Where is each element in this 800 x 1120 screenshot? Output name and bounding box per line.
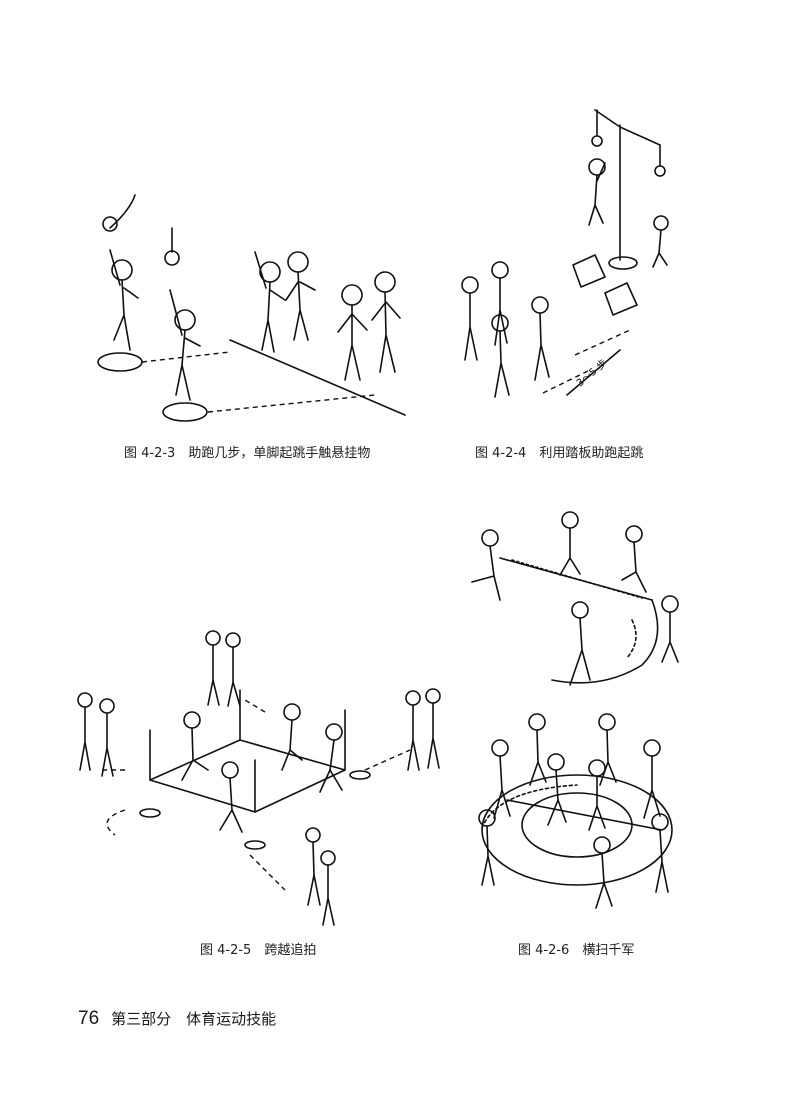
- child-figure: [593, 836, 613, 909]
- child-figure: [181, 711, 209, 781]
- child-figure: [491, 314, 510, 398]
- child-figure: [491, 739, 511, 819]
- figure-caption: 图 4-2-6 横扫千军: [518, 943, 635, 958]
- child-figure: [651, 813, 669, 893]
- child-figure: [405, 690, 421, 771]
- child-figure: [478, 809, 496, 886]
- child-figure: [661, 595, 679, 663]
- child-figure: [643, 739, 661, 819]
- child-figure: [425, 688, 441, 769]
- child-figure: [528, 713, 547, 786]
- child-figure: [77, 692, 93, 771]
- child-figure: [547, 753, 567, 826]
- figure-caption: 图 4-2-5 跨越追拍: [200, 943, 317, 958]
- figure-caption: 图 4-2-4 利用踏板助跑起跳: [475, 446, 644, 461]
- page-footer: 76 第三部分 体育运动技能: [78, 1008, 276, 1032]
- child-figure: [588, 759, 606, 831]
- child-figure: [109, 249, 139, 351]
- child-figure: [319, 723, 343, 793]
- child-figure: [371, 271, 401, 373]
- child-figure: [285, 251, 316, 341]
- figure-4-2-3-illustration: [90, 190, 420, 430]
- child-figure: [337, 284, 368, 381]
- child-figure: [471, 529, 501, 601]
- figure-caption: 图 4-2-3 助跑几步，单脚起跳手触悬挂物: [124, 446, 371, 461]
- child-figure: [559, 511, 581, 576]
- child-figure: [569, 601, 591, 686]
- child-figure: [281, 703, 303, 771]
- child-figure: [219, 761, 243, 833]
- child-figure: [205, 630, 221, 706]
- figure-4-2-5-illustration: [70, 620, 460, 935]
- child-figure: [254, 251, 286, 353]
- child-figure: [598, 713, 617, 786]
- figure-4-2-4-illustration: 3～5 步: [455, 105, 685, 425]
- child-figure: [461, 276, 479, 361]
- distance-label: 3～5 步: [574, 357, 609, 389]
- child-figure: [169, 289, 201, 401]
- child-figure: [305, 827, 321, 906]
- hanging-ball: [164, 250, 180, 266]
- figure-4-2-6-illustration: [452, 500, 702, 920]
- child-figure: [531, 296, 550, 381]
- child-figure: [621, 525, 647, 593]
- hanging-ball: [102, 216, 118, 232]
- child-figure: [588, 158, 606, 226]
- child-figure: [320, 850, 336, 926]
- child-figure: [652, 215, 669, 268]
- section-title: 第三部分 体育运动技能: [111, 1010, 277, 1028]
- child-figure: [99, 698, 115, 777]
- child-figure: [225, 632, 241, 707]
- page-number: 76: [78, 1008, 100, 1029]
